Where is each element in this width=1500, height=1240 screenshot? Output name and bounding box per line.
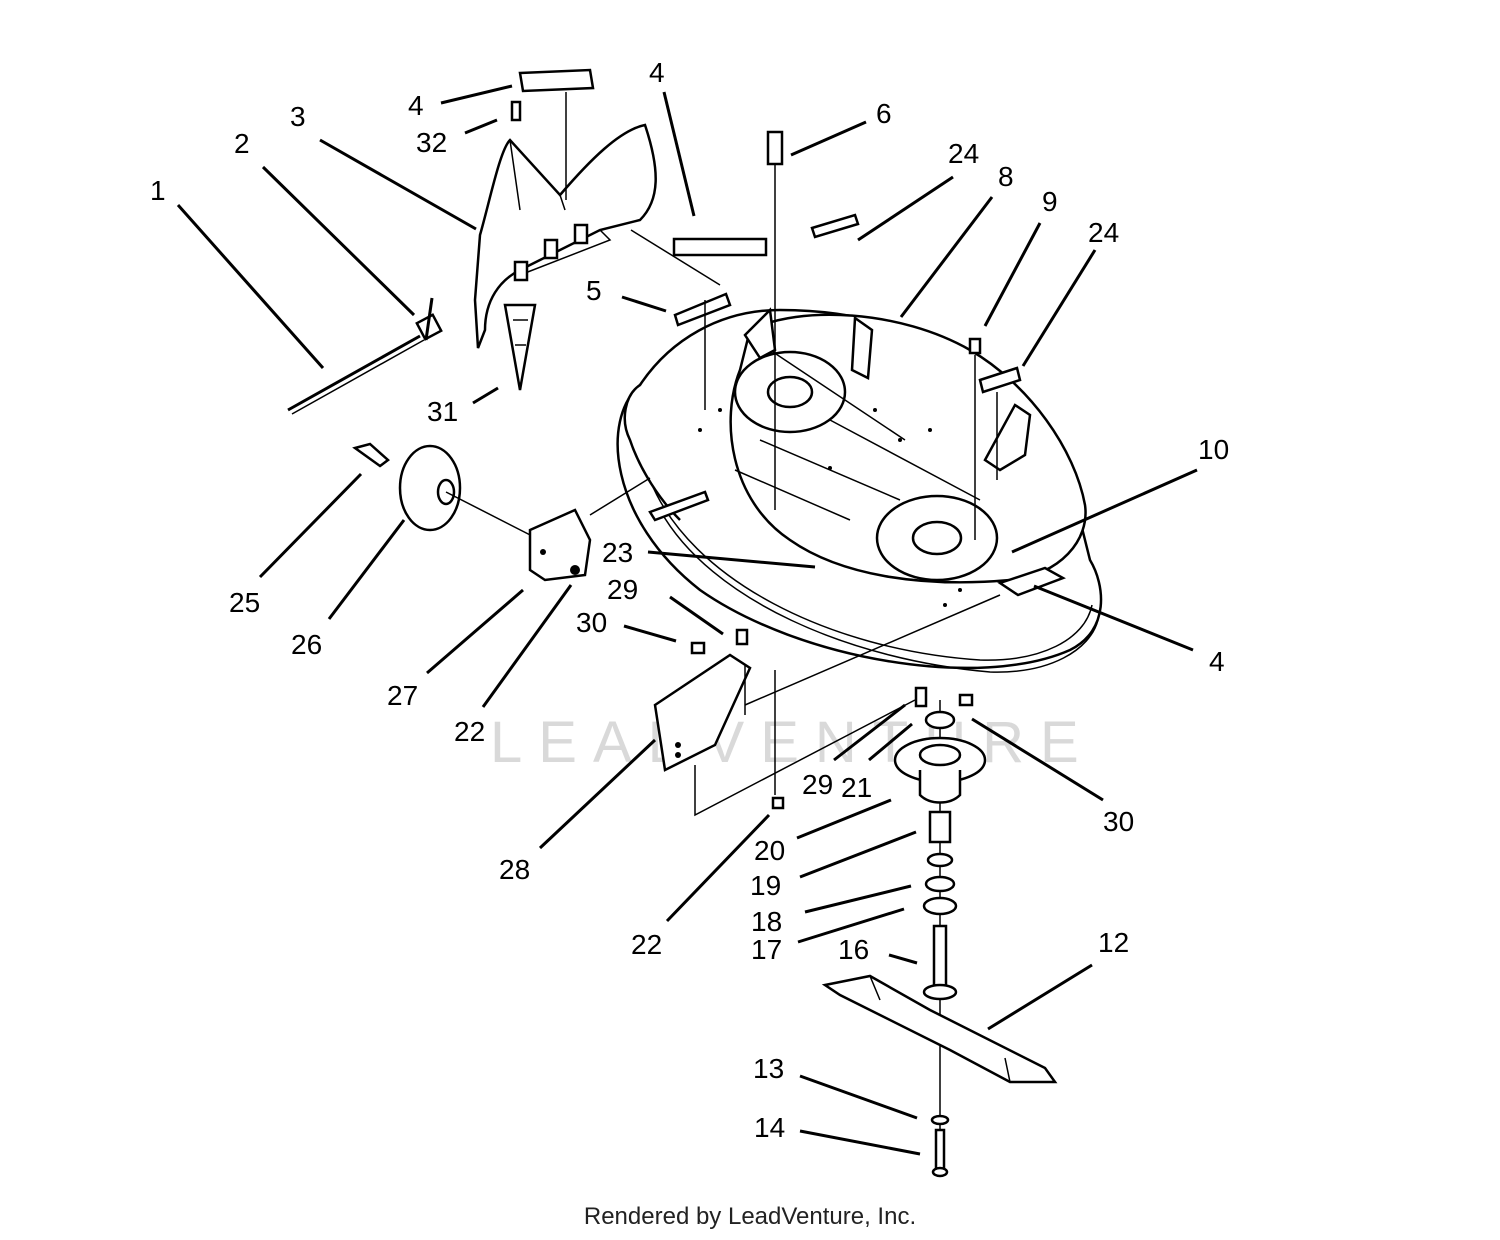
- callout-29: 29: [607, 574, 638, 605]
- callout-32: 32: [416, 127, 447, 158]
- callout-24: 24: [1088, 217, 1119, 248]
- callout-26: 26: [291, 629, 322, 660]
- callout-4: 4: [649, 57, 665, 88]
- callout-4: 4: [408, 90, 424, 121]
- callout-3: 3: [290, 101, 306, 132]
- callout-20: 20: [754, 835, 785, 866]
- watermark-text: LEADVENTURE: [490, 710, 1095, 775]
- callout-13: 13: [753, 1053, 784, 1084]
- callout-10: 10: [1198, 434, 1229, 465]
- chute-rod: [287, 334, 425, 415]
- decals-and-hardware: [510, 68, 1022, 795]
- leader-lines: [176, 84, 1198, 1156]
- wheel-bolt: [352, 442, 390, 468]
- callout-25: 25: [229, 587, 260, 618]
- callout-24: 24: [948, 138, 979, 169]
- discharge-chute: [473, 123, 657, 391]
- callout-9: 9: [1042, 186, 1058, 217]
- callout-2: 2: [234, 128, 250, 159]
- callout-19: 19: [750, 870, 781, 901]
- callout-8: 8: [998, 161, 1014, 192]
- callout-21: 21: [841, 772, 872, 803]
- mower-deck-housing: [616, 307, 1103, 673]
- credit-footer: Rendered by LeadVenture, Inc.: [583, 1203, 917, 1230]
- callout-22: 22: [631, 929, 662, 960]
- callout-28: 28: [499, 854, 530, 885]
- callout-labels: 1 2 3 4 32 4 5 6 24 8 9 24 31 10 25 26 2…: [150, 57, 1229, 1143]
- mounting-bracket: [653, 653, 916, 817]
- callout-6: 6: [876, 98, 892, 129]
- callout-17: 17: [751, 934, 782, 965]
- callout-18: 18: [751, 906, 782, 937]
- callout-14: 14: [754, 1112, 785, 1143]
- callout-5: 5: [586, 275, 602, 306]
- callout-29: 29: [802, 769, 833, 800]
- spindle-assembly: [771, 686, 1058, 1178]
- callout-30: 30: [576, 607, 607, 638]
- wheel-bracket: [528, 508, 592, 582]
- callout-12: 12: [1098, 927, 1129, 958]
- callout-22: 22: [454, 716, 485, 747]
- callout-16: 16: [838, 934, 869, 965]
- callout-1: 1: [150, 175, 166, 206]
- bracket-hardware: [690, 628, 749, 655]
- chute-spring: [415, 297, 443, 341]
- callout-31: 31: [427, 396, 458, 427]
- callout-30: 30: [1103, 806, 1134, 837]
- callout-4: 4: [1209, 646, 1225, 677]
- callout-27: 27: [387, 680, 418, 711]
- callout-23: 23: [602, 537, 633, 568]
- gauge-wheel: [398, 444, 541, 541]
